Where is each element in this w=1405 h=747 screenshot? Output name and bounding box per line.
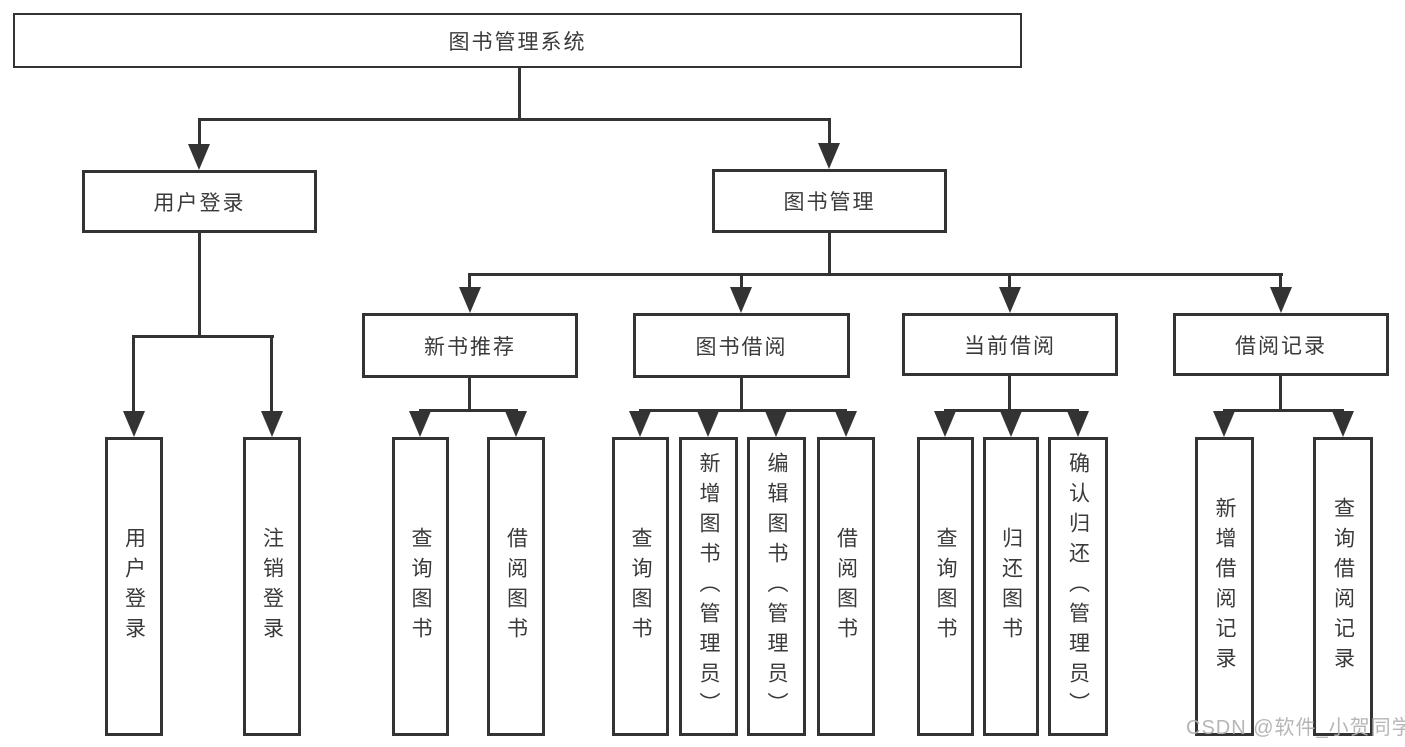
connector-line xyxy=(1008,273,1011,291)
leaf-add-borrow-record: 新增借阅记录 xyxy=(1195,437,1254,736)
node-borrow-records: 借阅记录 xyxy=(1173,313,1389,376)
leaf-borrow-books-1: 借阅图书 xyxy=(487,437,545,736)
connector-line xyxy=(419,409,518,412)
connector-line xyxy=(1279,273,1282,291)
arrow-down-icon xyxy=(1332,411,1354,437)
arrow-down-icon xyxy=(818,143,840,169)
connector-line xyxy=(468,273,471,291)
leaf-return-books: 归还图书 xyxy=(983,437,1039,736)
arrow-down-icon xyxy=(934,411,956,437)
node-new-book-recommend: 新书推荐 xyxy=(362,313,578,378)
connector-line xyxy=(198,118,201,146)
connector-line xyxy=(468,378,471,412)
connector-line xyxy=(740,273,743,291)
leaf-query-books-1: 查询图书 xyxy=(392,437,449,736)
connector-line xyxy=(1008,376,1011,412)
connector-line xyxy=(132,335,135,415)
leaf-logout: 注销登录 xyxy=(243,437,301,736)
arrow-down-icon xyxy=(835,411,857,437)
arrow-down-icon xyxy=(999,287,1021,313)
connector-line xyxy=(1279,376,1282,412)
connector-line xyxy=(1223,409,1344,412)
leaf-confirm-return-admin: 确认归还（管理员） xyxy=(1048,437,1108,736)
node-book-management: 图书管理 xyxy=(712,169,947,233)
arrow-down-icon xyxy=(261,411,283,437)
leaf-query-books-3: 查询图书 xyxy=(917,437,974,736)
node-user-login: 用户登录 xyxy=(82,170,317,233)
connector-line xyxy=(740,378,743,412)
arrow-down-icon xyxy=(730,287,752,313)
csdn-watermark: CSDN @软件_小贺同学 xyxy=(1186,717,1405,739)
arrow-down-icon xyxy=(409,411,431,437)
leaf-query-borrow-record: 查询借阅记录 xyxy=(1313,437,1373,736)
leaf-borrow-books-2: 借阅图书 xyxy=(817,437,875,736)
arrow-down-icon xyxy=(505,411,527,437)
arrow-down-icon xyxy=(123,411,145,437)
leaf-add-books-admin: 新增图书（管理员） xyxy=(679,437,738,736)
leaf-user-login: 用户登录 xyxy=(105,437,163,736)
connector-line xyxy=(270,335,273,415)
connector-line xyxy=(132,335,274,338)
node-current-borrowing: 当前借阅 xyxy=(902,313,1118,376)
connector-line xyxy=(944,409,1079,412)
arrow-down-icon xyxy=(188,144,210,170)
connector-line xyxy=(639,409,847,412)
arrow-down-icon xyxy=(1000,411,1022,437)
arrow-down-icon xyxy=(1213,411,1235,437)
arrow-down-icon xyxy=(629,411,651,437)
connector-line xyxy=(828,118,831,146)
leaf-edit-books-admin: 编辑图书（管理员） xyxy=(747,437,806,736)
arrow-down-icon xyxy=(697,411,719,437)
leaf-query-books-2: 查询图书 xyxy=(612,437,669,736)
arrow-down-icon xyxy=(459,287,481,313)
node-library-system: 图书管理系统 xyxy=(13,13,1022,68)
node-book-borrowing: 图书借阅 xyxy=(633,313,850,378)
arrow-down-icon xyxy=(1270,287,1292,313)
connector-line xyxy=(518,68,521,118)
connector-line xyxy=(198,233,201,337)
connector-line xyxy=(468,273,1283,276)
arrow-down-icon xyxy=(765,411,787,437)
connector-line xyxy=(828,233,831,275)
connector-line xyxy=(198,118,831,121)
arrow-down-icon xyxy=(1067,411,1089,437)
